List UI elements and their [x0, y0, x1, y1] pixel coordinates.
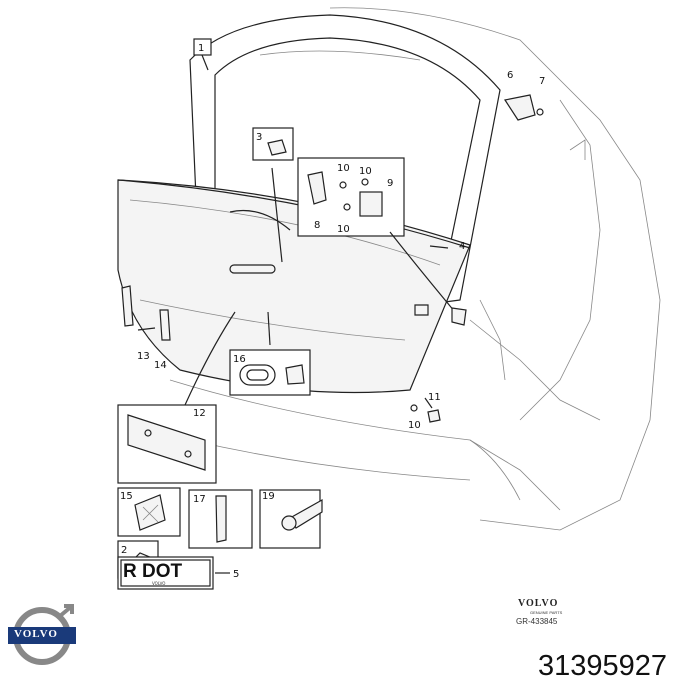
callout-5: 5	[233, 569, 239, 580]
clip-part-3	[252, 127, 294, 263]
callout-2: 2	[121, 545, 127, 556]
decal-text: R DOT	[123, 561, 183, 582]
latch-parts	[297, 157, 467, 326]
callout-3: 3	[256, 132, 262, 143]
callout-17: 16	[233, 354, 246, 365]
part-16	[117, 487, 181, 537]
callout-14: 13	[137, 351, 150, 362]
volvo-logo-text: VOLVO	[14, 628, 58, 640]
callout-8: 8	[314, 220, 320, 231]
callout-1: 1	[198, 43, 204, 54]
callout-6: 6	[507, 70, 513, 81]
callout-9: 9	[387, 178, 393, 189]
brand-name: VOLVO	[518, 598, 559, 609]
pad-part-13	[117, 404, 217, 484]
callout-10b: 10	[359, 166, 372, 177]
parts-11-12	[410, 397, 441, 423]
callout-4: 4	[459, 241, 465, 252]
callout-15: 14	[154, 360, 167, 371]
callout-13: 12	[193, 408, 206, 419]
car-body-outline	[169, 7, 661, 531]
diagram-reference: GR-433845	[516, 617, 558, 626]
callout-18: 17	[193, 494, 206, 505]
bracket-part	[121, 285, 171, 341]
callout-labels: 1 6 7 3 10 10 9 8 10 4 13 14 16 12 11 10…	[120, 38, 545, 580]
callout-10a: 10	[337, 163, 350, 174]
callout-7: 7	[539, 76, 545, 87]
callout-11: 10	[408, 420, 421, 431]
part-18	[188, 489, 253, 549]
brand-tagline: GENUINE PARTS	[530, 610, 563, 615]
volvo-logo	[8, 604, 76, 665]
callout-10c: 10	[337, 224, 350, 235]
part-19	[259, 489, 323, 549]
hinge-part	[504, 94, 544, 121]
decal-subtext: VOLVO	[152, 581, 166, 586]
callout-12: 11	[428, 392, 441, 403]
callout-16: 15	[120, 491, 133, 502]
callout-19: 19	[262, 491, 275, 502]
decal-part-5	[117, 556, 230, 590]
part-number: 31395927	[538, 650, 668, 682]
grommet-part-17	[184, 311, 311, 406]
